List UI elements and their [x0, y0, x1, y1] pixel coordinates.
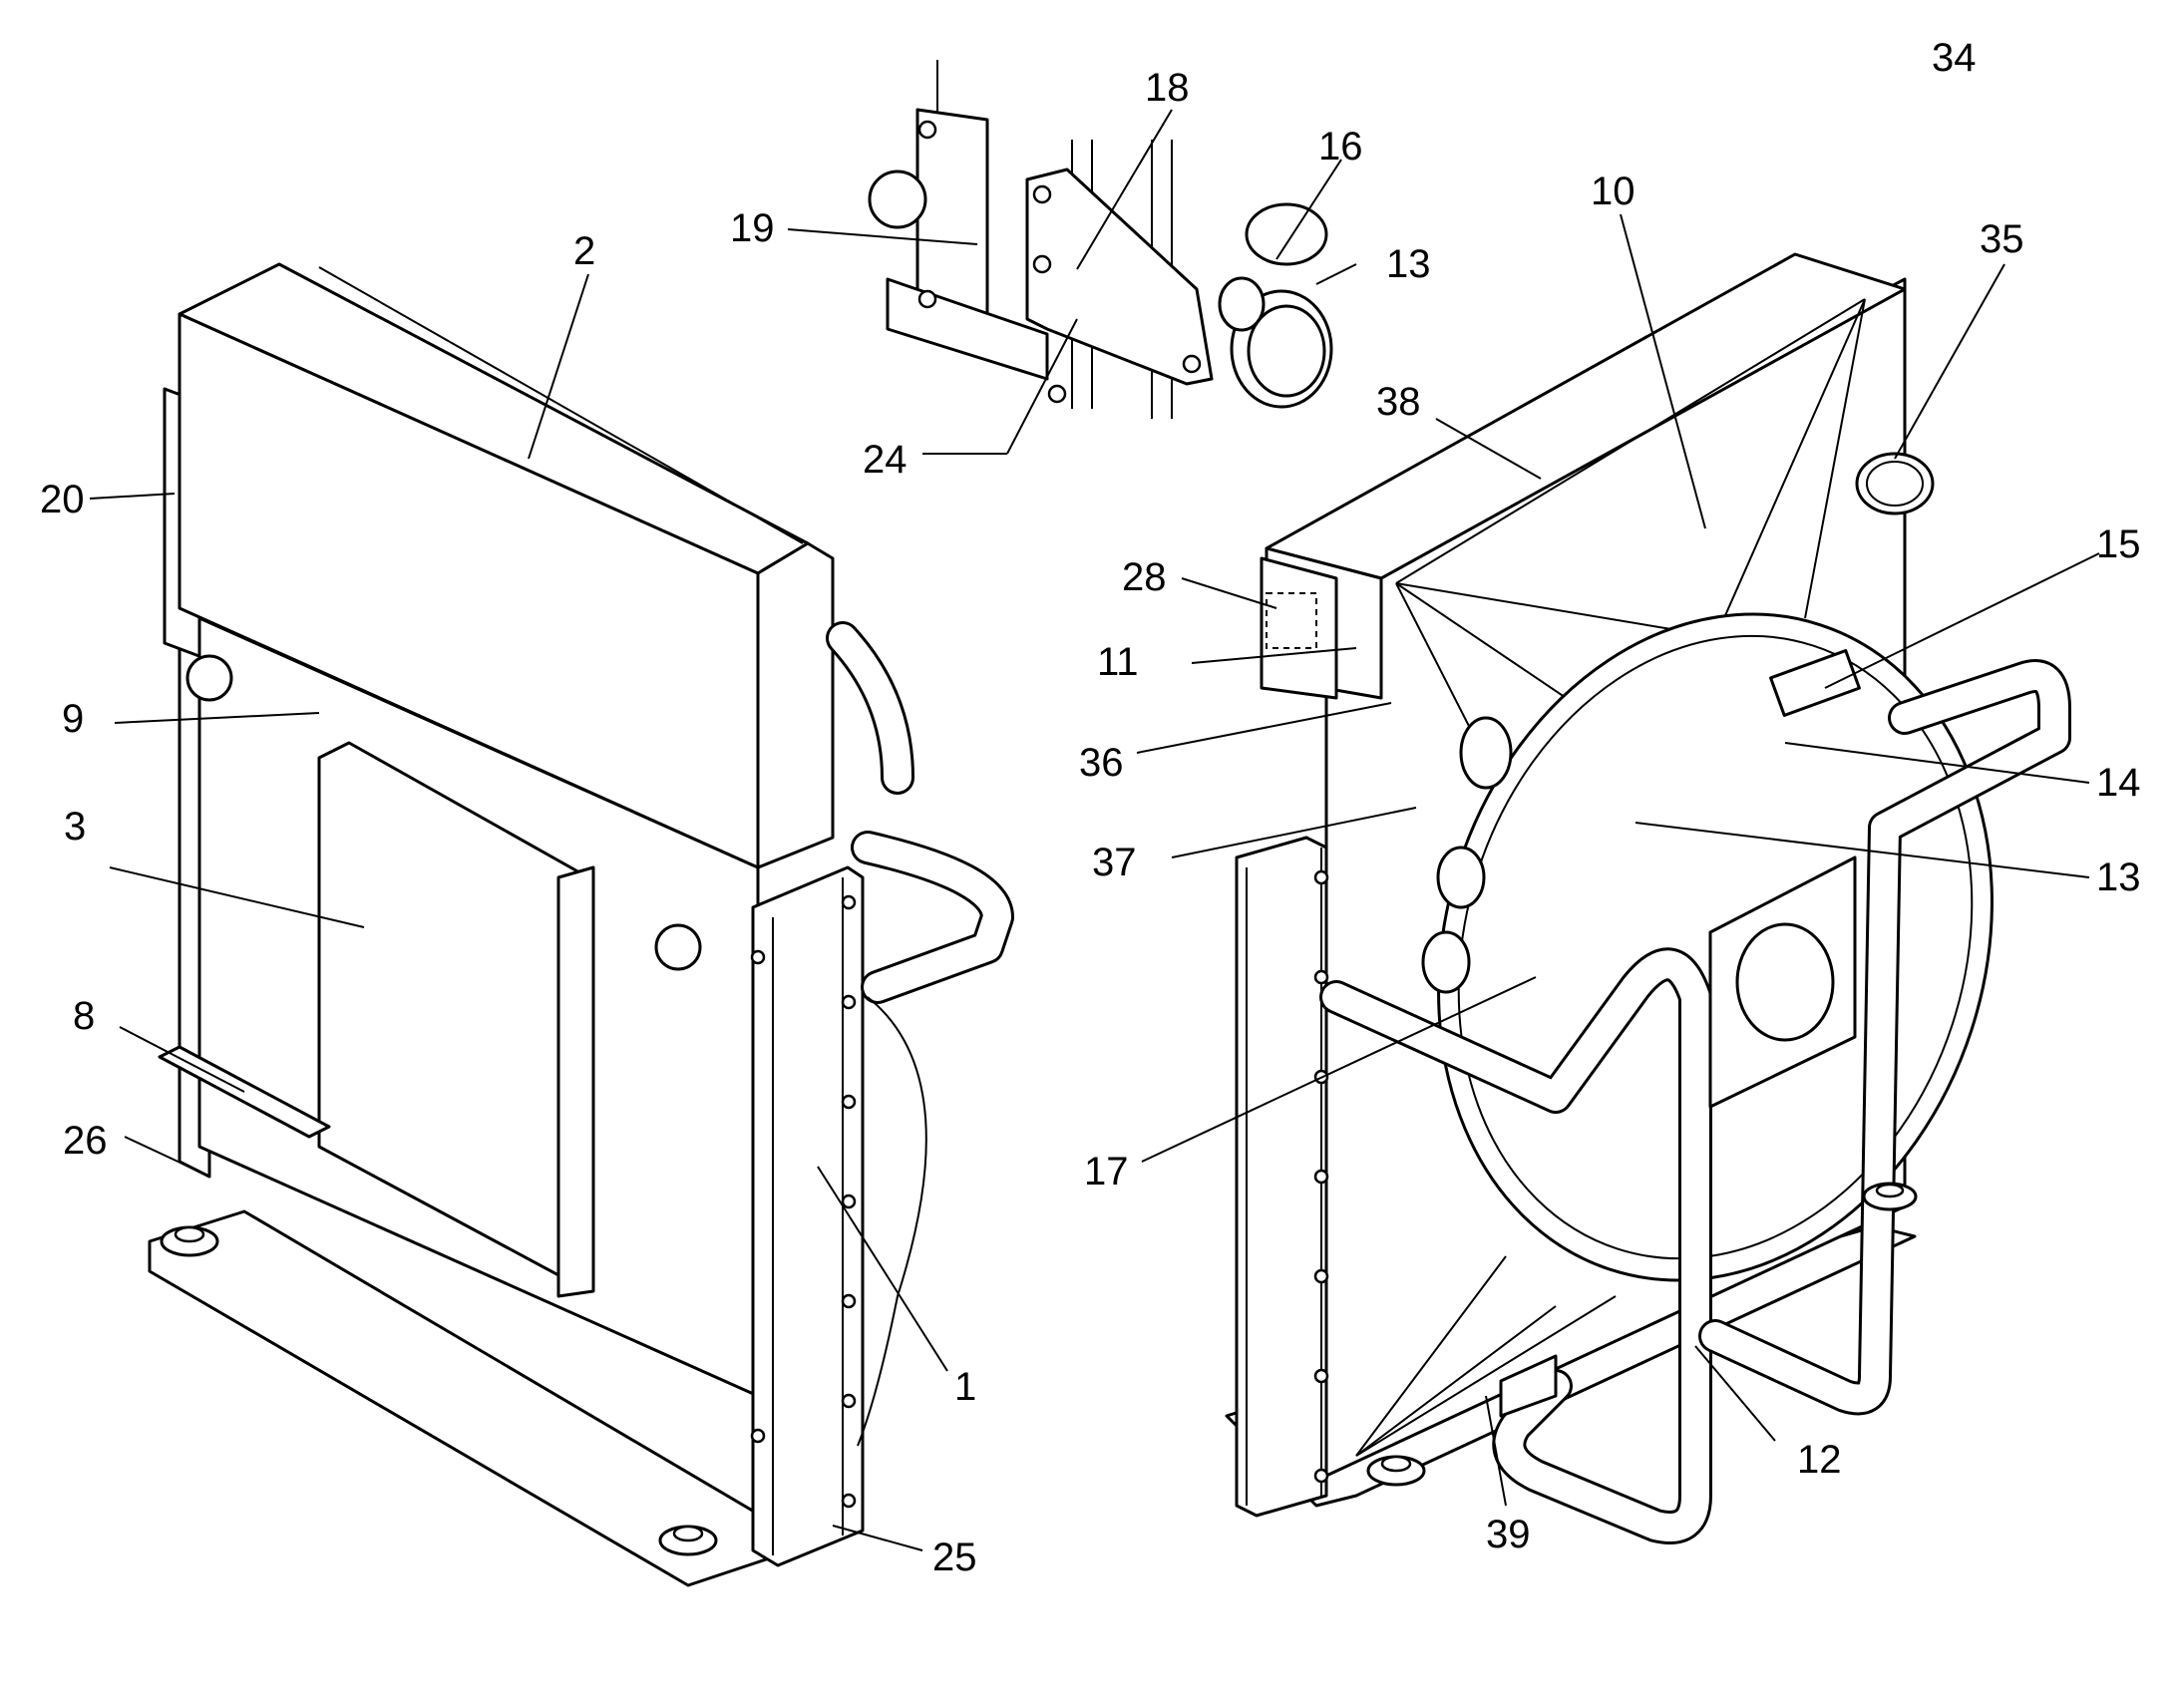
callout-18: 18: [1145, 66, 1190, 110]
callout-12: 12: [1797, 1438, 1842, 1482]
outlet-35: [1855, 452, 1935, 515]
right-vertical-frame: [751, 865, 865, 1567]
callout-14: 14: [2096, 761, 2141, 805]
callout-13-top: 13: [1386, 242, 1431, 286]
callout-24: 24: [863, 438, 908, 482]
top-tank-side: [756, 541, 835, 869]
rear-mount-right: [1862, 1182, 1918, 1211]
callout-13-right: 13: [2096, 855, 2141, 899]
callout-1: 1: [954, 1365, 976, 1409]
sheet-number: 34: [1932, 36, 1977, 80]
outlet-37: [1421, 846, 1486, 994]
callout-9: 9: [62, 697, 84, 741]
callout-2: 2: [573, 229, 595, 273]
right-left-frame: [1235, 836, 1328, 1518]
cooler-edge: [556, 865, 595, 1298]
clamp-13-top: [1218, 276, 1333, 409]
callout-11: 11: [1097, 640, 1139, 684]
mount-left: [160, 1225, 219, 1257]
mount-right: [658, 1525, 718, 1556]
callout-38: 38: [1376, 380, 1421, 424]
top-bracket-detail: [868, 60, 1333, 419]
callout-labels: 34 1 2 3 8 9 10 11 12 13 13 14 15 16 17 …: [40, 36, 2141, 1579]
callout-10: 10: [1591, 170, 1635, 213]
cap-left: [185, 654, 233, 702]
callout-3: 3: [64, 805, 86, 849]
callout-39: 39: [1486, 1513, 1531, 1556]
cap-right: [654, 923, 702, 971]
callout-15: 15: [2096, 522, 2141, 566]
outlet-36: [1459, 716, 1513, 790]
label-28-outline: [1266, 592, 1317, 649]
callout-36: 36: [1079, 741, 1124, 785]
leader-lines: [89, 109, 2100, 1551]
right-radiator-assembly: [1225, 252, 2071, 1544]
callout-19: 19: [730, 206, 775, 250]
callout-17: 17: [1084, 1150, 1129, 1194]
callout-25: 25: [932, 1536, 977, 1579]
callout-28: 28: [1122, 555, 1167, 599]
callout-8: 8: [73, 994, 95, 1038]
callout-35: 35: [1980, 217, 2024, 261]
rear-mount-left: [1366, 1455, 1426, 1487]
callout-20: 20: [40, 478, 85, 521]
side-tank-11: [1260, 556, 1338, 700]
callout-16: 16: [1318, 125, 1363, 169]
elbow-16: [1245, 202, 1328, 266]
callout-26: 26: [63, 1119, 108, 1163]
hose-15: [1769, 649, 1861, 717]
bracket-plate-18: [1025, 168, 1214, 386]
bracket-39: [1499, 1354, 1558, 1418]
callout-37: 37: [1092, 841, 1137, 884]
left-radiator-assembly: [148, 262, 1014, 1587]
